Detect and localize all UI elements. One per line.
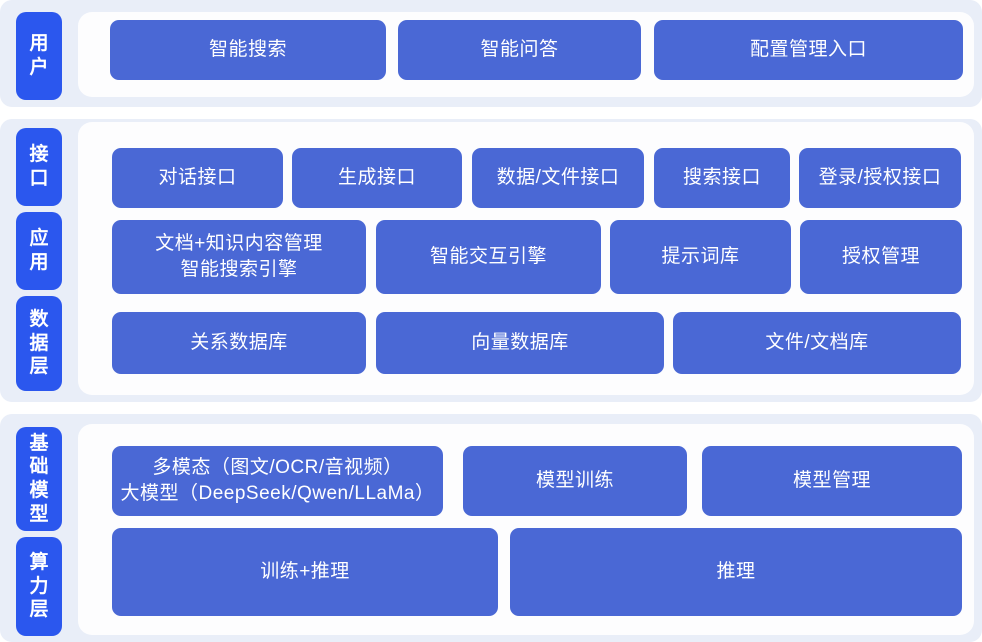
layer-pill-data-layer: 数据层: [16, 296, 62, 391]
block-training-plus-inference: 训练+推理: [112, 528, 498, 616]
panel-middle: 对话接口 生成接口 数据/文件接口 搜索接口 登录/授权接口 文档+知识内容管理…: [78, 122, 974, 395]
section-user-band: 用户 智能搜索 智能问答 配置管理入口: [0, 0, 982, 107]
section-middle-band: 接口 应用 数据层 对话接口 生成接口 数据/文件接口 搜索接口 登录/授权接口…: [0, 119, 982, 402]
block-multimodal-llm-line1: 多模态（图文/OCR/音视频）: [152, 457, 403, 479]
panel-user: 智能搜索 智能问答 配置管理入口: [78, 12, 974, 97]
block-doc-knowledge-line2: 智能搜索引擎: [180, 259, 298, 280]
layer-pill-base-model-label: 基础模型: [29, 432, 49, 525]
block-search-api: 搜索接口: [654, 148, 790, 208]
panel-bottom: 多模态（图文/OCR/音视频） 大模型（DeepSeek/Qwen/LLaMa）…: [78, 424, 974, 635]
block-dialog-api: 对话接口: [112, 148, 283, 208]
layer-pill-interface-label: 接口: [29, 144, 49, 189]
block-model-mgmt: 模型管理: [702, 446, 962, 516]
block-inference: 推理: [510, 528, 962, 616]
block-prompt-library: 提示词库: [610, 220, 791, 294]
block-multimodal-llm-line2: 大模型（DeepSeek/Qwen/LLaMa）: [120, 483, 435, 504]
block-smart-qa: 智能问答: [398, 20, 641, 80]
block-interactive-engine: 智能交互引擎: [376, 220, 601, 294]
block-file-doc-store: 文件/文档库: [673, 312, 961, 374]
layer-pill-user-label: 用户: [29, 33, 49, 78]
block-data-file-api: 数据/文件接口: [472, 148, 644, 208]
block-smart-search: 智能搜索: [110, 20, 386, 80]
section-bottom-band: 基础模型 算力层 多模态（图文/OCR/音视频） 大模型（DeepSeek/Qw…: [0, 414, 982, 642]
layer-pill-application: 应用: [16, 212, 62, 290]
block-doc-knowledge-search-engine: 文档+知识内容管理 智能搜索引擎: [112, 220, 366, 294]
block-login-auth-api: 登录/授权接口: [799, 148, 961, 208]
layer-pill-base-model: 基础模型: [16, 427, 62, 531]
layer-pill-data-layer-label: 数据层: [29, 309, 49, 378]
layer-pill-compute-layer: 算力层: [16, 537, 62, 636]
block-doc-knowledge-line1: 文档+知识内容管理: [155, 233, 323, 255]
block-multimodal-llm: 多模态（图文/OCR/音视频） 大模型（DeepSeek/Qwen/LLaMa）: [112, 446, 443, 516]
layer-pill-user: 用户: [16, 12, 62, 100]
block-authorization-mgmt: 授权管理: [800, 220, 962, 294]
block-config-mgmt-entry: 配置管理入口: [654, 20, 963, 80]
block-vector-db: 向量数据库: [376, 312, 664, 374]
layer-pill-compute-layer-label: 算力层: [29, 552, 49, 621]
layer-pill-application-label: 应用: [29, 228, 49, 273]
block-relational-db: 关系数据库: [112, 312, 366, 374]
layer-pill-interface: 接口: [16, 128, 62, 206]
block-generation-api: 生成接口: [292, 148, 462, 208]
block-model-training: 模型训练: [463, 446, 687, 516]
